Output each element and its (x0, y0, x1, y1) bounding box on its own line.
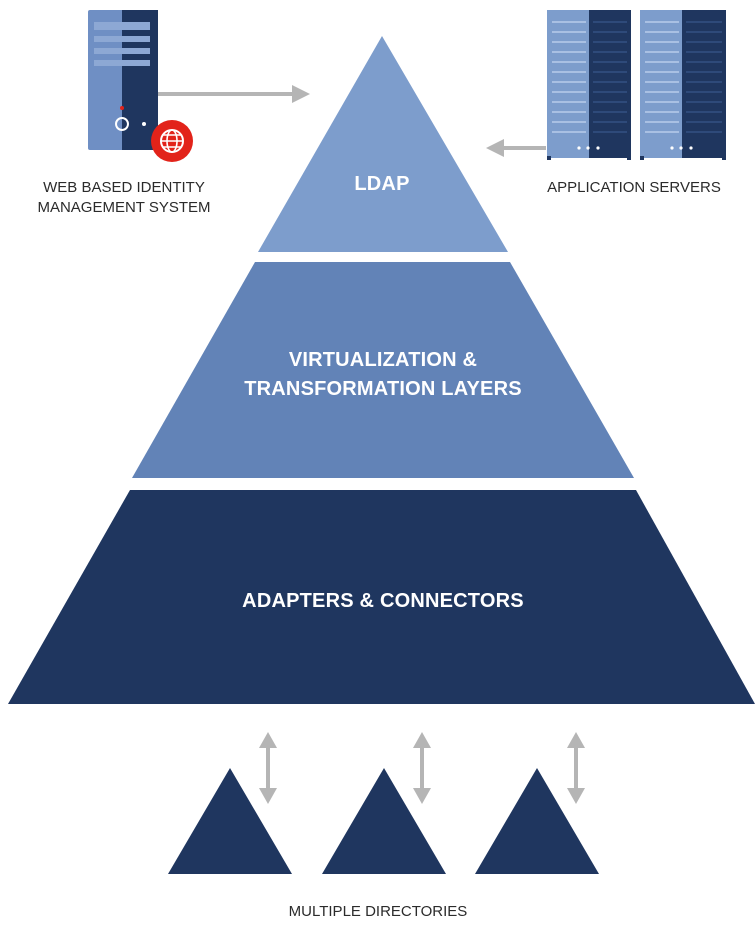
server-rack-icon (547, 10, 726, 160)
application-servers-caption: APPLICATION SERVERS (547, 179, 721, 196)
adapters-layer (8, 490, 755, 704)
globe-icon (151, 120, 193, 162)
virtualization-label-line2: TRANSFORMATION LAYERS (244, 378, 522, 400)
web-identity-caption-line1: WEB BASED IDENTITY (43, 179, 205, 196)
bidirectional-arrow-1 (259, 732, 277, 804)
virtualization-layer (132, 262, 634, 478)
multiple-directories-caption: MULTIPLE DIRECTORIES (288, 903, 468, 920)
virtualization-label-line1: VIRTUALIZATION & (288, 349, 478, 371)
web-identity-caption-line2: MANAGEMENT SYSTEM (37, 199, 211, 216)
virtualization-label: VIRTUALIZATION & TRANSFORMATION LAYERS (183, 346, 583, 404)
bidirectional-arrow-3 (567, 732, 585, 804)
arrow-to-ldap (158, 85, 310, 103)
ldap-layer (258, 36, 508, 252)
bidirectional-arrow-2 (413, 732, 431, 804)
directory-triangle-icon (168, 768, 292, 874)
ldap-label: LDAP (354, 173, 410, 195)
directory-triangle-icon (475, 768, 599, 874)
directory-triangle-icon (322, 768, 446, 874)
arrow-from-servers (486, 139, 546, 157)
web-identity-caption: WEB BASED IDENTITY MANAGEMENT SYSTEM (0, 178, 248, 218)
adapters-label: ADAPTERS & CONNECTORS (242, 590, 524, 612)
server-tower-icon (88, 10, 158, 150)
